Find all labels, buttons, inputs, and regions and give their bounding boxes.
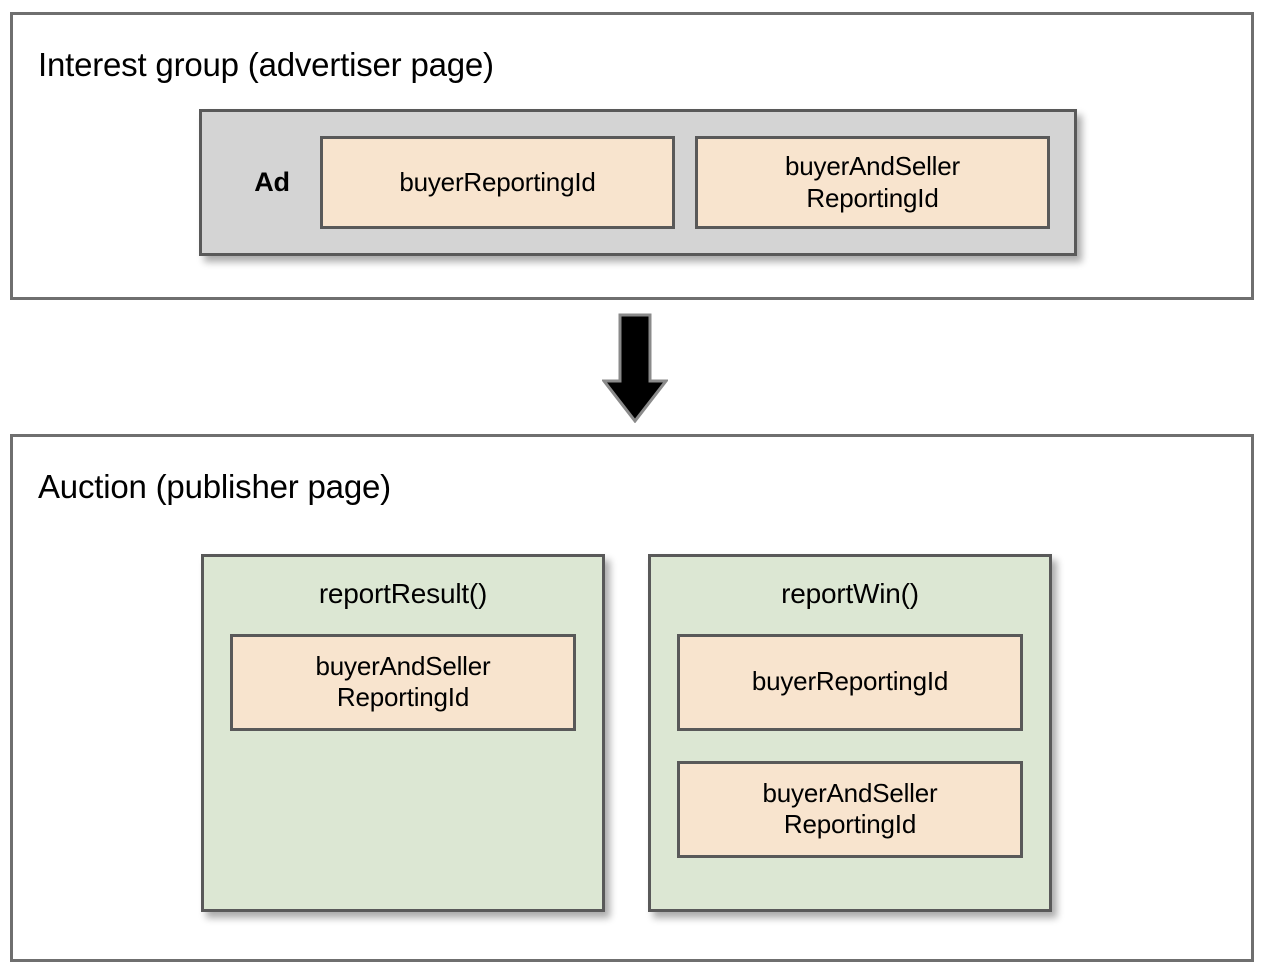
function-name-report-result: reportResult() [318,578,488,609]
function-box-report-win: reportWin() buyerReportingId buyerAndSel… [648,554,1052,912]
section-interest-group: Interest group (advertiser page) Ad buye… [10,12,1254,300]
section-auction: Auction (publisher page) [10,434,1254,962]
ad-label: Ad [254,167,290,197]
down-arrow-icon [602,313,668,423]
function-name-report-win: reportWin() [781,578,919,609]
chip-report-win-buyer-reporting-id: buyerReportingId [677,633,1023,731]
section-title-auction: Auction (publisher page) [38,468,391,505]
chip-buyer-reporting-id: buyerReportingId [320,136,675,229]
section-title-interest-group: Interest group (advertiser page) [38,46,494,83]
